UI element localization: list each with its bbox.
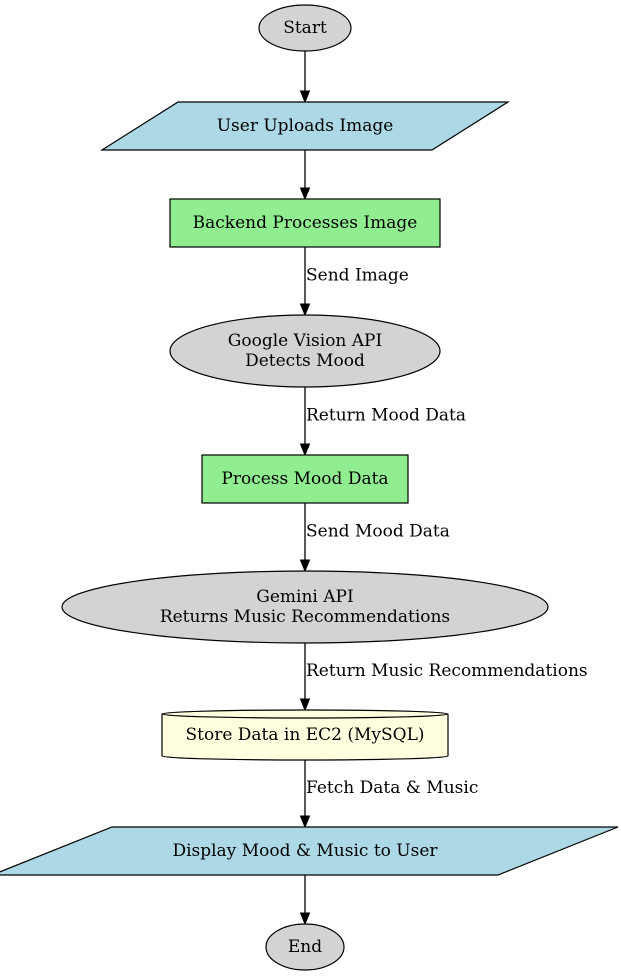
node-backend: Backend Processes Image [169, 198, 441, 248]
edge-vision-to-process-mood: Return Mood Data [299, 387, 466, 457]
arrowhead [299, 559, 311, 573]
node-upload-shape [99, 101, 511, 151]
arrowhead [299, 698, 311, 712]
node-display: Display Mood & Music to User [0, 826, 619, 876]
arrowhead [299, 443, 311, 457]
edge-process-mood-to-gemini: Send Mood Data [299, 503, 450, 573]
node-start-label: Start [283, 18, 327, 38]
node-end-label: End [288, 937, 322, 957]
node-backend-label: Backend Processes Image [193, 213, 418, 233]
node-vision-shape [169, 314, 441, 388]
node-upload-label: User Uploads Image [217, 116, 394, 136]
node-start-shape [258, 4, 352, 52]
node-vision-label: Google Vision API [228, 331, 382, 351]
edge-upload-to-backend [299, 150, 311, 201]
arrowhead [299, 815, 311, 829]
node-store-shape [161, 709, 449, 761]
node-process-mood-shape [201, 454, 409, 504]
node-store-label: Store Data in EC2 (MySQL) [185, 725, 424, 745]
arrowhead [299, 912, 311, 926]
node-display-shape [0, 826, 619, 876]
node-end: End [265, 923, 345, 971]
edge-start-to-upload [299, 51, 311, 104]
node-gemini-label: Returns Music Recommendations [160, 607, 450, 627]
edge-store-to-display: Fetch Data & Music [299, 760, 478, 829]
edge-display-to-end [299, 875, 311, 926]
node-end-shape [265, 923, 345, 971]
node-store: Store Data in EC2 (MySQL) [161, 709, 449, 761]
node-gemini-label: Gemini API [256, 587, 353, 607]
node-display-label: Display Mood & Music to User [172, 841, 438, 861]
node-backend-shape [169, 198, 441, 248]
edge-label: Send Image [306, 266, 409, 286]
node-process-mood-label: Process Mood Data [221, 469, 388, 489]
edge-gemini-to-store: Return Music Recommendations [299, 643, 588, 712]
arrowhead [299, 90, 311, 104]
node-upload: User Uploads Image [99, 101, 511, 151]
edge-label: Return Mood Data [306, 406, 466, 426]
node-gemini-shape [61, 570, 549, 644]
arrowhead [299, 187, 311, 201]
edge-backend-to-vision: Send Image [299, 247, 409, 317]
node-start: Start [258, 4, 352, 52]
node-vision-label: Detects Mood [245, 351, 365, 371]
node-store-rim [161, 713, 449, 719]
edge-label: Fetch Data & Music [306, 778, 478, 798]
arrowhead [299, 303, 311, 317]
edge-label: Return Music Recommendations [306, 661, 588, 681]
edge-label: Send Mood Data [306, 522, 450, 542]
node-process-mood: Process Mood Data [201, 454, 409, 504]
